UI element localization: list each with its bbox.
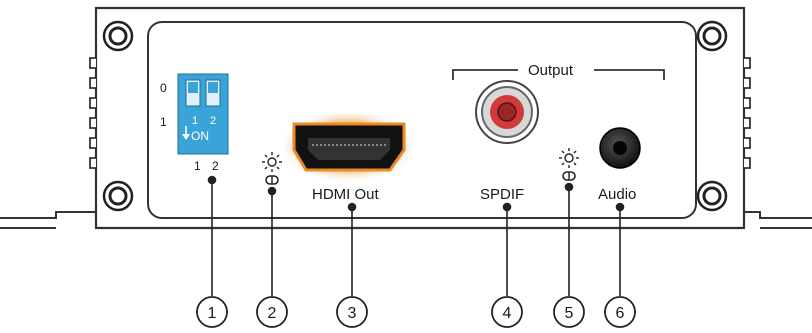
dip-switch[interactable] bbox=[177, 73, 229, 155]
svg-text:2: 2 bbox=[268, 305, 277, 322]
hdmi-port-icon[interactable] bbox=[284, 112, 412, 180]
svg-text:1: 1 bbox=[208, 305, 217, 322]
arrow-down-icon bbox=[182, 126, 190, 140]
screw-icon bbox=[102, 20, 134, 52]
output-group-label: Output bbox=[528, 62, 574, 79]
screw-icon bbox=[696, 20, 728, 52]
sun-icon bbox=[262, 152, 282, 172]
dip-row-label-1: 1 bbox=[160, 115, 167, 129]
svg-text:3: 3 bbox=[348, 305, 357, 322]
svg-text:4: 4 bbox=[503, 305, 512, 322]
callout-6: 6 bbox=[604, 296, 636, 328]
screw-icon bbox=[102, 180, 134, 212]
dip-switch-1-label: 1 bbox=[192, 115, 198, 127]
svg-text:5: 5 bbox=[565, 305, 574, 322]
hdmi-out-label: HDMI Out bbox=[312, 186, 380, 203]
callout-5: 5 bbox=[553, 296, 585, 328]
callout-4: 4 bbox=[491, 296, 523, 328]
output-bracket bbox=[452, 69, 665, 80]
dip-on-text: ON bbox=[191, 129, 209, 143]
callout-1: 1 bbox=[196, 296, 228, 328]
cooling-fins-right bbox=[744, 57, 751, 169]
mounting-flange-left bbox=[0, 211, 96, 229]
mounting-flange-right bbox=[744, 211, 812, 229]
screw-icon bbox=[696, 180, 728, 212]
cooling-fins-left bbox=[89, 57, 96, 169]
dip-row-label-0: 0 bbox=[160, 81, 167, 95]
callout-leader-lines bbox=[207, 175, 625, 296]
sun-icon bbox=[559, 148, 579, 168]
audio-jack-icon[interactable] bbox=[599, 127, 641, 169]
dip-bottom-label-1: 1 bbox=[194, 159, 201, 173]
led-indicator bbox=[562, 171, 576, 181]
rca-jack-icon[interactable] bbox=[475, 80, 539, 144]
led-indicator bbox=[265, 175, 279, 185]
spdif-label: SPDIF bbox=[480, 186, 524, 203]
svg-text:6: 6 bbox=[616, 305, 625, 322]
dip-switch-2-label: 2 bbox=[210, 115, 216, 127]
dip-bottom-label-2: 2 bbox=[212, 159, 219, 173]
callout-2: 2 bbox=[256, 296, 288, 328]
callout-3: 3 bbox=[336, 296, 368, 328]
audio-label: Audio bbox=[598, 186, 636, 203]
